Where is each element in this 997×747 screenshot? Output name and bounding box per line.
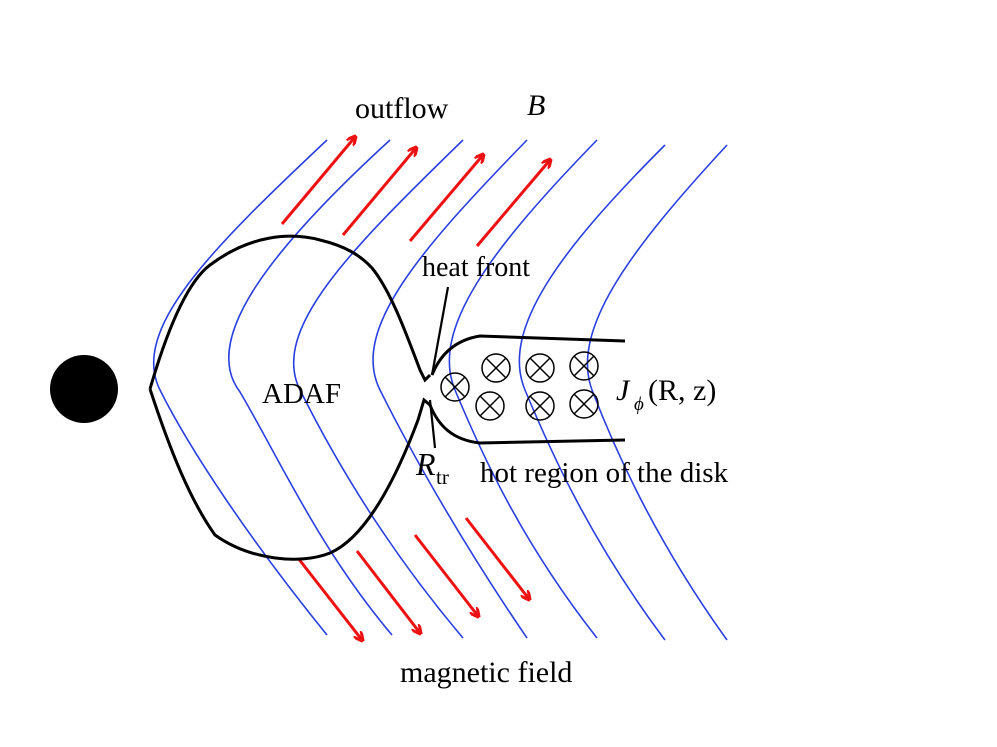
field-line bbox=[152, 139, 328, 636]
field-line bbox=[586, 144, 728, 641]
current-symbol bbox=[525, 353, 555, 383]
black-hole bbox=[50, 355, 118, 423]
current-symbol bbox=[481, 353, 511, 383]
magnetic-field-label: magnetic field bbox=[400, 656, 572, 689]
current-symbol bbox=[440, 372, 470, 402]
field-line bbox=[518, 144, 666, 641]
outflow-arrows bbox=[280, 137, 550, 640]
transition-radius-label: R tr bbox=[415, 446, 449, 489]
field-line bbox=[228, 139, 393, 636]
current-symbol bbox=[569, 351, 599, 381]
magnetic-field-lines bbox=[152, 139, 728, 641]
outflow-arrow bbox=[413, 534, 478, 616]
outflow-arrow bbox=[280, 137, 355, 225]
rtr-main: R bbox=[415, 446, 436, 482]
adaf-boundary bbox=[148, 234, 432, 561]
current-symbol bbox=[475, 391, 505, 421]
current-arguments: (R, z) bbox=[648, 374, 716, 407]
field-line bbox=[448, 139, 598, 639]
outflow-arrow bbox=[408, 155, 483, 242]
adaf-label: ADAF bbox=[262, 378, 341, 410]
field-line bbox=[372, 139, 528, 639]
circle-cross-icon bbox=[440, 351, 599, 421]
outflow-label: outflow bbox=[355, 92, 449, 125]
current-symbol bbox=[525, 391, 555, 421]
heat-front-pointer bbox=[430, 286, 450, 376]
current-density-label: J ϕ (R, z) bbox=[616, 374, 716, 415]
heat-front-label: heat front bbox=[422, 252, 530, 283]
disk-upper-edge bbox=[430, 334, 626, 376]
current-symbol bbox=[569, 389, 599, 419]
outflow-arrow bbox=[475, 160, 550, 247]
outflow-arrow bbox=[355, 550, 420, 633]
outflow-arrow bbox=[464, 517, 529, 599]
disk-lower-edge bbox=[428, 404, 626, 445]
current-main: J bbox=[616, 374, 631, 407]
field-symbol-label: B bbox=[527, 89, 545, 122]
outflow-arrow bbox=[341, 148, 416, 236]
current-subscript: ϕ bbox=[634, 394, 644, 415]
outflow-arrow bbox=[296, 557, 362, 640]
hot-region-label: hot region of the disk bbox=[480, 457, 729, 489]
field-line bbox=[292, 139, 464, 639]
rtr-subscript: tr bbox=[436, 465, 449, 489]
